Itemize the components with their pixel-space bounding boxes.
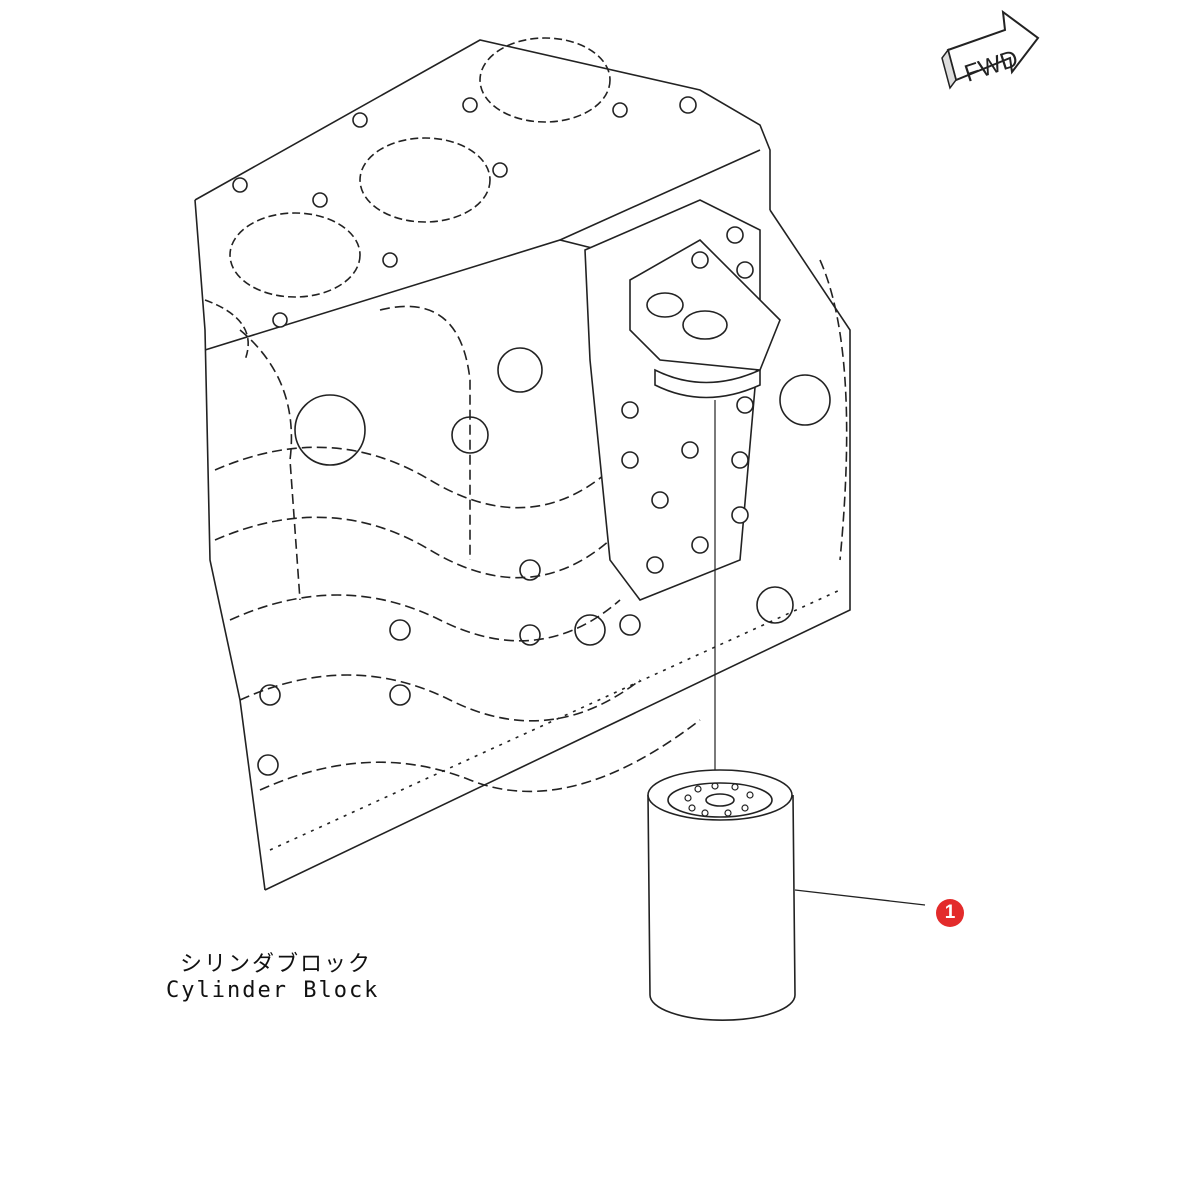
oil-filter [647, 769, 796, 1021]
reference-label-english: Cylinder Block [166, 978, 380, 1003]
fwd-arrow-icon: FWD [941, 9, 1040, 90]
cylinder-block [194, 37, 851, 891]
filter-head [584, 199, 781, 601]
leader-line [794, 889, 926, 906]
reference-label-japanese: シリンダブロック [180, 952, 373, 977]
part-callout-1[interactable]: 1 [936, 899, 964, 927]
